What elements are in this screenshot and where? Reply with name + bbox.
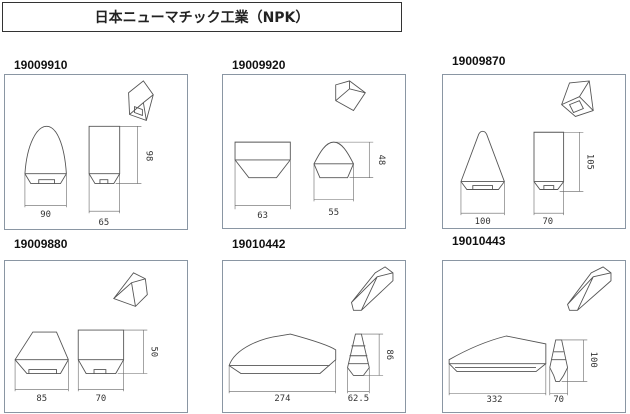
3d-view-icon bbox=[351, 266, 394, 311]
dimension-label: 86 bbox=[384, 349, 394, 360]
front-view bbox=[460, 130, 505, 190]
front-view bbox=[234, 141, 291, 179]
dimension-label: 85 bbox=[36, 394, 47, 404]
part-drawing-panel: 90 65 98 bbox=[4, 74, 188, 230]
dimension-lines bbox=[448, 339, 588, 396]
dimension-label: 48 bbox=[376, 155, 386, 166]
dimension-label: 65 bbox=[99, 218, 110, 228]
part-drawing-panel: 85 70 50 bbox=[4, 260, 188, 413]
part-drawing: 332 70 100 bbox=[448, 266, 612, 405]
part-drawing-panel: 100 70 105 bbox=[442, 74, 626, 229]
part-number: 19009880 bbox=[14, 237, 68, 251]
part-drawing: 63 55 48 bbox=[234, 80, 386, 221]
3d-view-icon bbox=[335, 80, 366, 112]
dimension-label: 332 bbox=[487, 395, 503, 405]
front-view bbox=[14, 331, 69, 374]
part-drawing: 90 65 98 bbox=[24, 80, 154, 228]
part-drawing-panel: 63 55 48 bbox=[222, 74, 406, 229]
3d-view-icon bbox=[128, 80, 154, 121]
dimension-label: 98 bbox=[143, 151, 153, 162]
dimension-label: 274 bbox=[274, 394, 290, 404]
part-drawing: 100 70 105 bbox=[460, 80, 594, 227]
front-view bbox=[228, 333, 337, 374]
dimension-label: 55 bbox=[328, 208, 339, 218]
side-view bbox=[77, 329, 125, 374]
dimension-lines bbox=[234, 141, 374, 210]
front-view bbox=[24, 125, 67, 185]
side-view bbox=[88, 125, 121, 185]
part-number: 19010443 bbox=[452, 234, 506, 248]
dimension-label: 63 bbox=[257, 211, 268, 221]
3d-view-icon bbox=[113, 272, 148, 307]
dimension-label: 62.5 bbox=[348, 394, 369, 404]
side-view bbox=[313, 141, 354, 179]
dimension-label: 90 bbox=[40, 210, 51, 220]
dimension-lines bbox=[228, 333, 384, 394]
dimension-lines bbox=[14, 329, 148, 392]
dimension-label: 70 bbox=[96, 394, 107, 404]
dimension-label: 100 bbox=[588, 352, 598, 368]
part-drawing: 274 62.5 86 bbox=[228, 266, 394, 404]
part-number: 19010442 bbox=[232, 237, 286, 251]
part-number: 19009920 bbox=[232, 58, 286, 72]
side-view bbox=[549, 339, 569, 382]
dimension-label: 105 bbox=[584, 154, 594, 170]
side-view bbox=[533, 131, 565, 190]
part-drawing-panel: 332 70 100 bbox=[442, 260, 626, 413]
part-number: 19009870 bbox=[452, 54, 506, 68]
part-drawing: 85 70 50 bbox=[14, 272, 158, 404]
dimension-label: 70 bbox=[542, 217, 553, 227]
dimension-lines bbox=[24, 126, 142, 214]
side-view bbox=[347, 333, 370, 376]
front-view bbox=[448, 335, 547, 372]
part-drawing-panel: 274 62.5 86 bbox=[222, 260, 406, 413]
dimension-label: 100 bbox=[475, 217, 491, 227]
dimension-label: 50 bbox=[148, 346, 158, 357]
page-title: 日本ニューマチック工業（NPK） bbox=[2, 2, 402, 32]
dimension-lines bbox=[460, 131, 584, 216]
3d-view-icon bbox=[567, 266, 612, 311]
dimension-label: 70 bbox=[553, 395, 564, 405]
part-number: 19009910 bbox=[14, 58, 68, 72]
3d-view-icon bbox=[561, 80, 594, 117]
